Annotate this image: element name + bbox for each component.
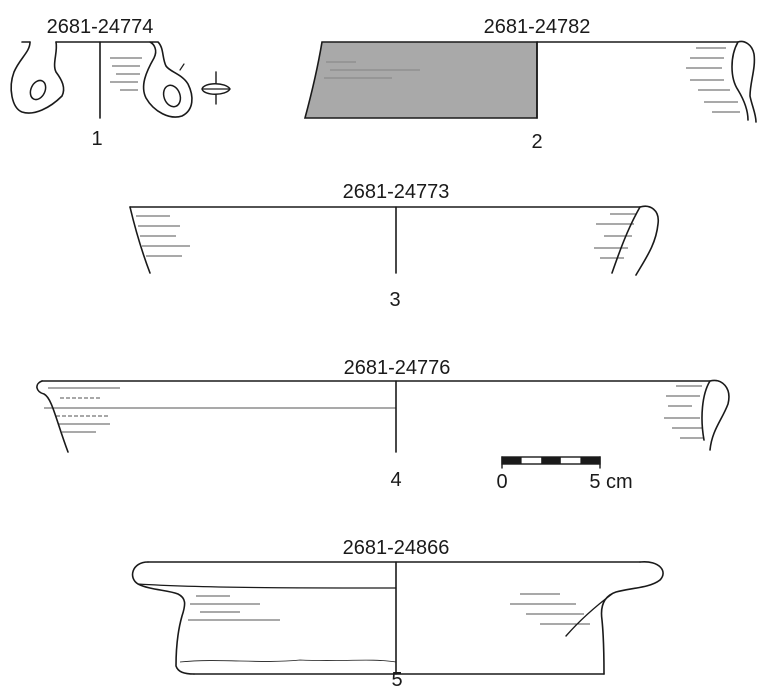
- sherd-1-wheel-lines: [110, 57, 142, 91]
- sherd-3-number: 3: [389, 289, 400, 311]
- sherd-1-right-profile: [142, 41, 193, 118]
- sherd-5-drawing: 2681-24866 5: [131, 537, 664, 691]
- sherd-5-number: 5: [391, 669, 402, 691]
- sherd-4-left-profile: [36, 380, 69, 453]
- sherd-5-code: 2681-24866: [343, 537, 450, 559]
- sherd-1-drawing: 2681-24774 1: [10, 16, 231, 150]
- scale-bar: 0 5 cm: [496, 456, 633, 493]
- sherd-1-number: 1: [91, 128, 102, 150]
- sherd-1-left-handle: [10, 41, 65, 114]
- sherd-4-wheel-lines: [48, 385, 704, 439]
- sherd-2-wheel-lines: [686, 47, 740, 113]
- sherd-2-right-profile: [731, 40, 757, 123]
- sherd-5-wheel-lines: [188, 593, 590, 625]
- sherd-5-left-profile: [131, 561, 195, 675]
- sherd-3-wheel-lines: [136, 213, 636, 259]
- sherd-5-base-inner-line: [179, 659, 397, 663]
- sherd-3-right-profile: [611, 205, 660, 276]
- sherd-2-slip-lines: [324, 61, 420, 79]
- sherd-4-drawing: 2681-24776 4: [36, 357, 730, 491]
- sherd-4-right-profile: [701, 379, 730, 451]
- sherd-1-handle-section: [201, 71, 231, 105]
- sherd-5-right-profile: [600, 561, 664, 675]
- sherd-4-number: 4: [390, 469, 401, 491]
- sherd-1-right-handle-hole: [162, 84, 182, 108]
- sherd-2-code: 2681-24782: [484, 16, 591, 38]
- scale-bar-segment: [502, 457, 522, 464]
- scale-bar-segment: [541, 457, 561, 464]
- scale-bar-segment: [580, 457, 600, 464]
- sherd-3-left-profile: [129, 206, 151, 274]
- sherd-4-code: 2681-24776: [344, 357, 451, 379]
- sherd-1-mark: [179, 63, 185, 71]
- sherd-2-number: 2: [531, 131, 542, 153]
- scale-bar-end-label: 5 cm: [589, 471, 632, 493]
- sherd-1-left-handle-hole: [29, 79, 47, 101]
- sherd-2-slip-area: [303, 41, 538, 119]
- sherd-3-drawing: 2681-24773 3: [129, 181, 660, 311]
- sherd-5-inner-rim-line: [137, 583, 397, 589]
- sherd-5-right-inner-line: [565, 593, 613, 637]
- sherd-3-code: 2681-24773: [343, 181, 450, 203]
- scale-bar-start-label: 0: [496, 471, 507, 493]
- sherd-1-code: 2681-24774: [47, 16, 154, 38]
- sherd-2-drawing: 2681-24782 2: [303, 16, 757, 153]
